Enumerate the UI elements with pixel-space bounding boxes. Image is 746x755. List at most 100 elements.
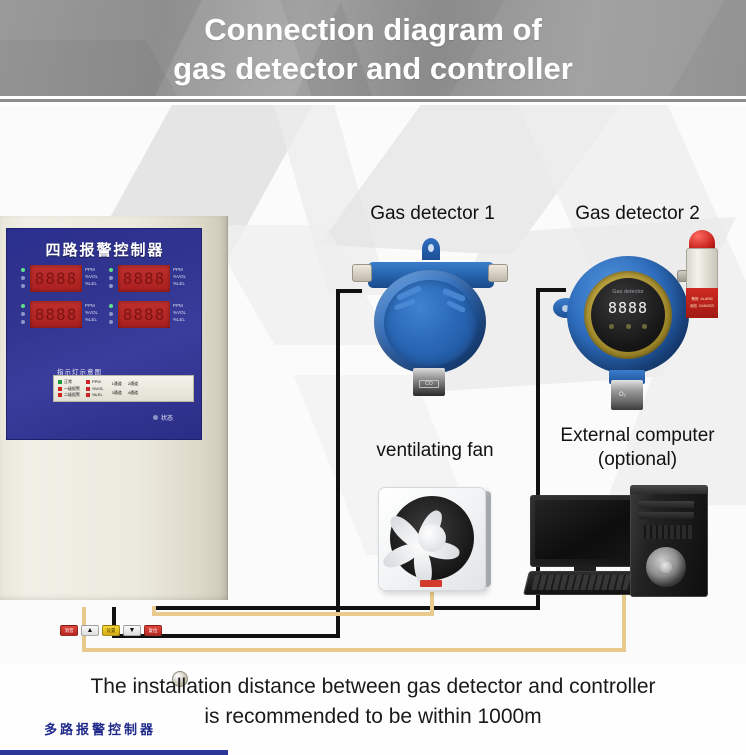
tower-drive-bay <box>638 512 694 519</box>
beacon-band-text: 警报 <box>691 297 699 301</box>
detector2-status-leds <box>609 324 647 329</box>
beacon-band-text: ALARM <box>700 297 713 301</box>
tower-fan-hub <box>660 561 672 573</box>
label-detector2: Gas detector 2 <box>575 203 700 224</box>
detector1-cable-port-right <box>488 264 508 282</box>
wire-detector2-vertical <box>536 288 540 610</box>
legend-swatch-icon <box>86 380 90 384</box>
detector2-sensor-label: O₂ <box>619 392 626 398</box>
led-units-2: PPM %VOL %LEL <box>173 266 193 287</box>
detector1-sensor-label: CO <box>419 380 439 388</box>
legend-label: 一级报警 <box>64 385 80 391</box>
wire-detector2-horizontal-bus <box>152 606 540 610</box>
alarm-controller[interactable]: 四路报警控制器 8888 PPM %VOL %LEL <box>0 216 228 755</box>
label-computer-line-1: External computer <box>560 425 715 446</box>
led-readout-1: 8888 <box>30 265 82 292</box>
led-indicator-dots-3 <box>21 304 29 328</box>
caption-line-2: is recommended to be within 1000m <box>204 705 542 728</box>
label-detector1: Gas detector 1 <box>370 203 495 224</box>
ventilating-fan[interactable] <box>378 487 492 595</box>
wire-detector1-vertical <box>336 289 340 638</box>
controller-button-row[interactable]: 消音 ▲ 设置 ▼ 复位 <box>60 625 162 636</box>
detector1-cover-lid <box>384 280 476 366</box>
caption-line-1: The installation distance between gas de… <box>90 675 656 698</box>
controller-brand-label: 多路报警控制器 <box>43 722 156 737</box>
controller-lock-knob[interactable] <box>172 671 188 687</box>
computer-monitor <box>530 495 642 567</box>
beacon-body <box>686 248 718 292</box>
indicator-dot-alarm2 <box>21 320 25 324</box>
detector2-display-caption: Gas detector <box>612 289 644 295</box>
keyboard-keys <box>531 575 631 590</box>
legend-label: 二级报警 <box>64 392 80 397</box>
indicator-dot-normal <box>21 304 25 308</box>
page-title: Connection diagram of gas detector and c… <box>0 0 746 88</box>
wire-computer-vertical <box>622 590 626 652</box>
legend-channel-row-1: 1通道 2通道 <box>112 381 138 387</box>
indicator-dot-alarm1 <box>109 312 113 316</box>
indicator-dot-normal <box>109 268 113 272</box>
indicator-dot-normal <box>21 268 25 272</box>
gas-detector-1[interactable]: CO <box>352 238 508 398</box>
wire-fan-to-controller <box>152 606 156 616</box>
label-external-computer: External computer (optional) <box>530 424 745 472</box>
detector2-sensor-head <box>611 380 643 410</box>
led-indicator-dots-4 <box>109 304 117 328</box>
wire-computer-horizontal <box>82 648 626 652</box>
led-unit-ppm: PPM <box>173 267 183 272</box>
label-computer-line-2: (optional) <box>597 449 678 470</box>
title-line-1: Connection diagram of <box>204 12 542 47</box>
legend-item: %LEL <box>86 392 104 398</box>
gas-detector-2[interactable]: Gas detector 8888 O₂ 警报 ALARM 危险 DANGER <box>553 230 737 410</box>
fan-brand-logo <box>420 580 442 587</box>
led-unit-vol: %VOL <box>173 310 187 315</box>
legend-title: 指示灯示意图 <box>57 369 102 376</box>
footer-caption: The installation distance between gas de… <box>0 672 746 732</box>
legend-item: 正常 <box>58 379 80 385</box>
indicator-dot-alarm1 <box>109 276 113 280</box>
wire-fan-vertical <box>430 592 434 616</box>
external-computer[interactable] <box>523 485 735 603</box>
header-divider-white-bottom <box>0 103 746 105</box>
led-units-1: PPM %VOL %LEL <box>85 266 105 287</box>
led-units-3: PPM %VOL %LEL <box>85 302 105 323</box>
led-channel-4: 8888 PPM %VOL %LEL <box>109 301 193 331</box>
legend-label: %LEL <box>92 392 103 397</box>
led-unit-lel: %LEL <box>173 281 186 286</box>
wire-detector1-horizontal-bus <box>112 634 340 638</box>
legend-swatch-icon <box>58 386 62 391</box>
set-button[interactable]: 设置 <box>102 625 120 636</box>
beacon-band-text: 危险 <box>690 304 697 308</box>
wire-detector1-to-controller <box>112 607 116 638</box>
legend-item: %VOL <box>86 386 104 392</box>
legend-column-channels: 1通道 2通道 3通道 4通道 <box>112 379 138 398</box>
legend-column-units: PPM %VOL %LEL <box>86 379 104 398</box>
reset-button[interactable]: 复位 <box>144 625 162 636</box>
indicator-dot-alarm2 <box>109 284 113 288</box>
up-button[interactable]: ▲ <box>81 625 99 636</box>
led-unit-vol: %VOL <box>173 274 187 279</box>
led-display-grid: 8888 PPM %VOL %LEL 8888 <box>21 265 193 331</box>
legend-channel: 4通道 <box>127 390 139 395</box>
led-indicator-dots-1 <box>21 268 29 292</box>
legend-channel: 3通道 <box>111 390 122 395</box>
led-readout-2: 8888 <box>118 265 170 292</box>
detector2-lug-hole-left <box>562 305 569 312</box>
led-channel-3: 8888 PPM %VOL %LEL <box>21 301 105 331</box>
led-units-4: PPM %VOL %LEL <box>173 302 193 323</box>
fan-hub <box>418 524 446 552</box>
led-unit-ppm: PPM <box>173 303 183 308</box>
led-unit-lel: %LEL <box>173 317 186 322</box>
legend-label: 正常 <box>64 379 72 384</box>
led-readout-3: 8888 <box>30 301 82 328</box>
down-button[interactable]: ▼ <box>123 625 141 636</box>
detector2-status-led <box>642 324 647 329</box>
led-readout-4: 8888 <box>118 301 170 328</box>
indicator-dot-alarm2 <box>109 320 113 324</box>
legend-swatch-icon <box>58 380 62 384</box>
detector1-hook-hole <box>428 244 434 252</box>
legend-item: PPM <box>86 379 104 385</box>
mute-button[interactable]: 消音 <box>60 625 78 636</box>
indicator-legend-box: 正常 一级报警 二级报警 PPM <box>53 375 194 402</box>
